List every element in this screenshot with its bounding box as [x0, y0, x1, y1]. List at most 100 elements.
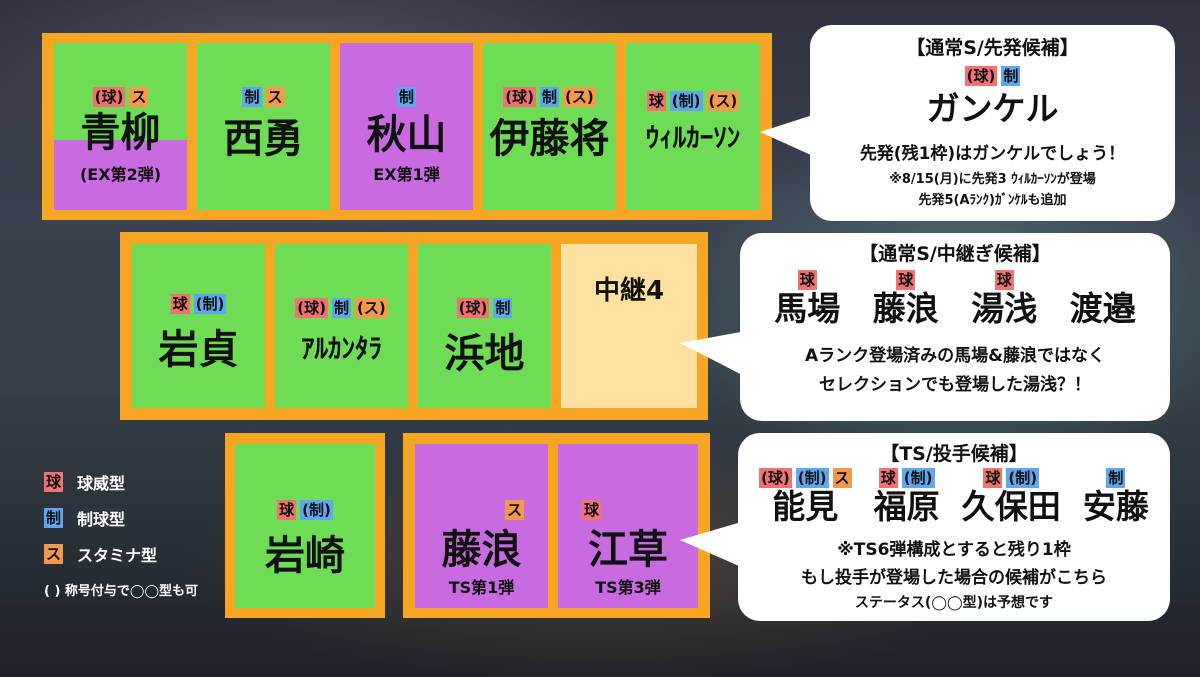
slot-tags: ス [415, 500, 548, 520]
reliever-slot-alcantara[interactable]: (球)制(ス) ｱﾙｶﾝﾀﾗ [275, 244, 408, 408]
bubble-text: 先発(残1枠)はガンケルでしょう！ [859, 144, 1126, 164]
type-tag: 球 [646, 91, 666, 111]
bubble-candidate: ガンケル [926, 89, 1059, 128]
reliever-slot-iwasada[interactable]: 球(制) 岩貞 [132, 244, 265, 408]
candidate-name: 久保田 [961, 487, 1061, 526]
type-tag: 球 [878, 468, 898, 488]
type-tag: 球 [983, 468, 1003, 488]
ts-slot-egusa[interactable]: 球 江草 TS第3弾 [558, 444, 698, 608]
type-tag: (ス) [563, 87, 596, 107]
candidate-name: 福原 [873, 487, 940, 526]
type-tag: 球 [277, 500, 297, 520]
type-tag: (ス) [706, 91, 740, 111]
slot-tags: 制ス [197, 87, 330, 107]
candidate-name: 渡邉 [1069, 289, 1136, 328]
reliever-slot-empty[interactable]: 中継4 [561, 244, 697, 408]
slot-name: 江草 [588, 527, 668, 573]
legend-tag: 制 [44, 508, 64, 528]
slot-name: 秋山 [366, 112, 447, 158]
slot-name: ｳｨﾙｶｰｿﾝ [645, 123, 741, 154]
candidate-name: 能見 [772, 487, 839, 526]
starter-slot-itoshou[interactable]: (球)制(ス) 伊藤将 [483, 43, 616, 210]
legend-item-seikyu: 制 制球型 [44, 506, 125, 530]
slot-note: EX第1弾 [373, 165, 440, 184]
type-tag: 球 [582, 500, 602, 520]
slot-name: 岩貞 [158, 327, 239, 373]
bubble-candidates: (球)(制)ス能見球(制)福原球(制)久保田制安藤 [748, 468, 1160, 523]
slot-name: 中継4 [593, 276, 665, 306]
slot-name: 伊藤将 [489, 116, 610, 162]
legend-label: 球威型 [77, 474, 126, 493]
type-tag: (球) [456, 298, 490, 318]
slot-tags: 制 [340, 87, 473, 107]
ts-slot-fujinami[interactable]: ス 藤浪 TS第1弾 [415, 444, 548, 608]
bubble-title: 【通常S/中継ぎ候補】 [859, 243, 1051, 265]
reliever-slot-hamaji[interactable]: (球)制 浜地 [418, 244, 551, 408]
slot-tags: 球(制)(ス) [626, 91, 760, 111]
bubble-note: ステータス(◯◯型)は予想です [854, 595, 1054, 611]
candidate: 球馬場 [774, 270, 840, 325]
bubble-text: Aランク登場済みの馬場&藤浪ではなく [805, 346, 1105, 366]
type-tag: ス [265, 87, 285, 107]
candidate-tags: 球(制) [962, 468, 1061, 488]
type-tag: (制) [1006, 468, 1040, 488]
slot-name: 西勇 [223, 116, 304, 162]
type-tag: 制 [396, 87, 416, 107]
slot-tags: (球)制(ス) [483, 87, 616, 107]
starter-slot-wilkerson[interactable]: 球(制)(ス) ｳｨﾙｶｰｿﾝ [626, 43, 760, 210]
type-tag: 球 [797, 270, 817, 290]
starter-group: (球)ス 青柳 (EX第2弾) 制ス 西勇 制 秋山 EX第1弾 (球)制(ス)… [42, 33, 772, 220]
type-tag: (制) [901, 468, 935, 488]
legend-tag: ス [44, 544, 64, 564]
slot-tags: 球(制) [235, 500, 375, 520]
reliever-group: 球(制) 岩貞 (球)制(ス) ｱﾙｶﾝﾀﾗ (球)制 浜地 中継4 [120, 232, 708, 420]
bubble-title: 【TS/投手候補】 [880, 443, 1028, 465]
bubble-tags: (球)制 [810, 66, 1175, 86]
type-tag: 制 [1106, 468, 1126, 488]
type-tag: 制 [539, 87, 559, 107]
legend-item-kyui: 球 球威型 [44, 470, 125, 494]
type-tag: 制 [1001, 66, 1021, 86]
bubble-title: 【通常S/先発候補】 [906, 37, 1079, 59]
candidate-name: 馬場 [774, 289, 841, 328]
slot-tags: 球(制) [132, 294, 265, 314]
type-tag: (球) [295, 298, 328, 318]
type-tag: ス [832, 468, 852, 488]
candidate: 制安藤 [1083, 468, 1149, 523]
closer-slot-iwazaki[interactable]: 球(制) 岩崎 [235, 444, 375, 608]
starter-slot-aoyagi[interactable]: (球)ス 青柳 (EX第2弾) [54, 43, 187, 210]
type-tag: 球 [170, 294, 190, 314]
legend-item-stamina: ス スタミナ型 [44, 542, 157, 566]
slot-tags: 球 [558, 500, 698, 520]
legend-footnote: ( ) 称号付与で◯◯型も可 [44, 580, 198, 599]
legend-tag: 球 [44, 472, 64, 492]
type-tag: (球) [759, 468, 792, 488]
candidate-tags: 球 [971, 270, 1037, 290]
starter-slot-akiyama[interactable]: 制 秋山 EX第1弾 [340, 43, 473, 210]
ts-group: ス 藤浪 TS第1弾 球 江草 TS第3弾 [403, 433, 710, 618]
candidate-tags: (球)(制)ス [759, 468, 852, 488]
type-tag: 球 [994, 270, 1014, 290]
candidate: 渡邉 [1070, 270, 1136, 325]
type-tag: 球 [896, 270, 916, 290]
bubble-text: セレクションでも登場した湯浅？！ [819, 375, 1091, 395]
candidate-tags: 球 [774, 270, 840, 290]
candidate: 球藤浪 [873, 270, 939, 325]
bubble-text: もし投手が登場した場合の候補がこちら [801, 568, 1107, 588]
bubble-reliever: 【通常S/中継ぎ候補】 球馬場球藤浪球湯浅渡邉 Aランク登場済みの馬場&藤浪では… [740, 233, 1170, 421]
candidate: 球湯浅 [971, 270, 1037, 325]
candidate-tags [1070, 270, 1136, 290]
candidate-tags: 制 [1083, 468, 1149, 488]
candidate-name: 湯浅 [971, 289, 1038, 328]
bubble-candidates: 球馬場球藤浪球湯浅渡邉 [758, 270, 1152, 325]
bubble-ts: 【TS/投手候補】 (球)(制)ス能見球(制)福原球(制)久保田制安藤 ※TS6… [738, 433, 1170, 621]
slot-tags: (球)制 [418, 298, 551, 318]
candidate-tags: 球(制) [874, 468, 940, 488]
type-tag: ス [129, 87, 149, 107]
legend-footnote-text: ( ) 称号付与で◯◯型も可 [44, 584, 199, 599]
starter-slot-nishi[interactable]: 制ス 西勇 [197, 43, 330, 210]
slot-note: TS第1弾 [448, 578, 515, 597]
slot-note: TS第3弾 [595, 578, 661, 597]
candidate: 球(制)久保田 [962, 468, 1061, 523]
type-tag: (球) [503, 87, 536, 107]
